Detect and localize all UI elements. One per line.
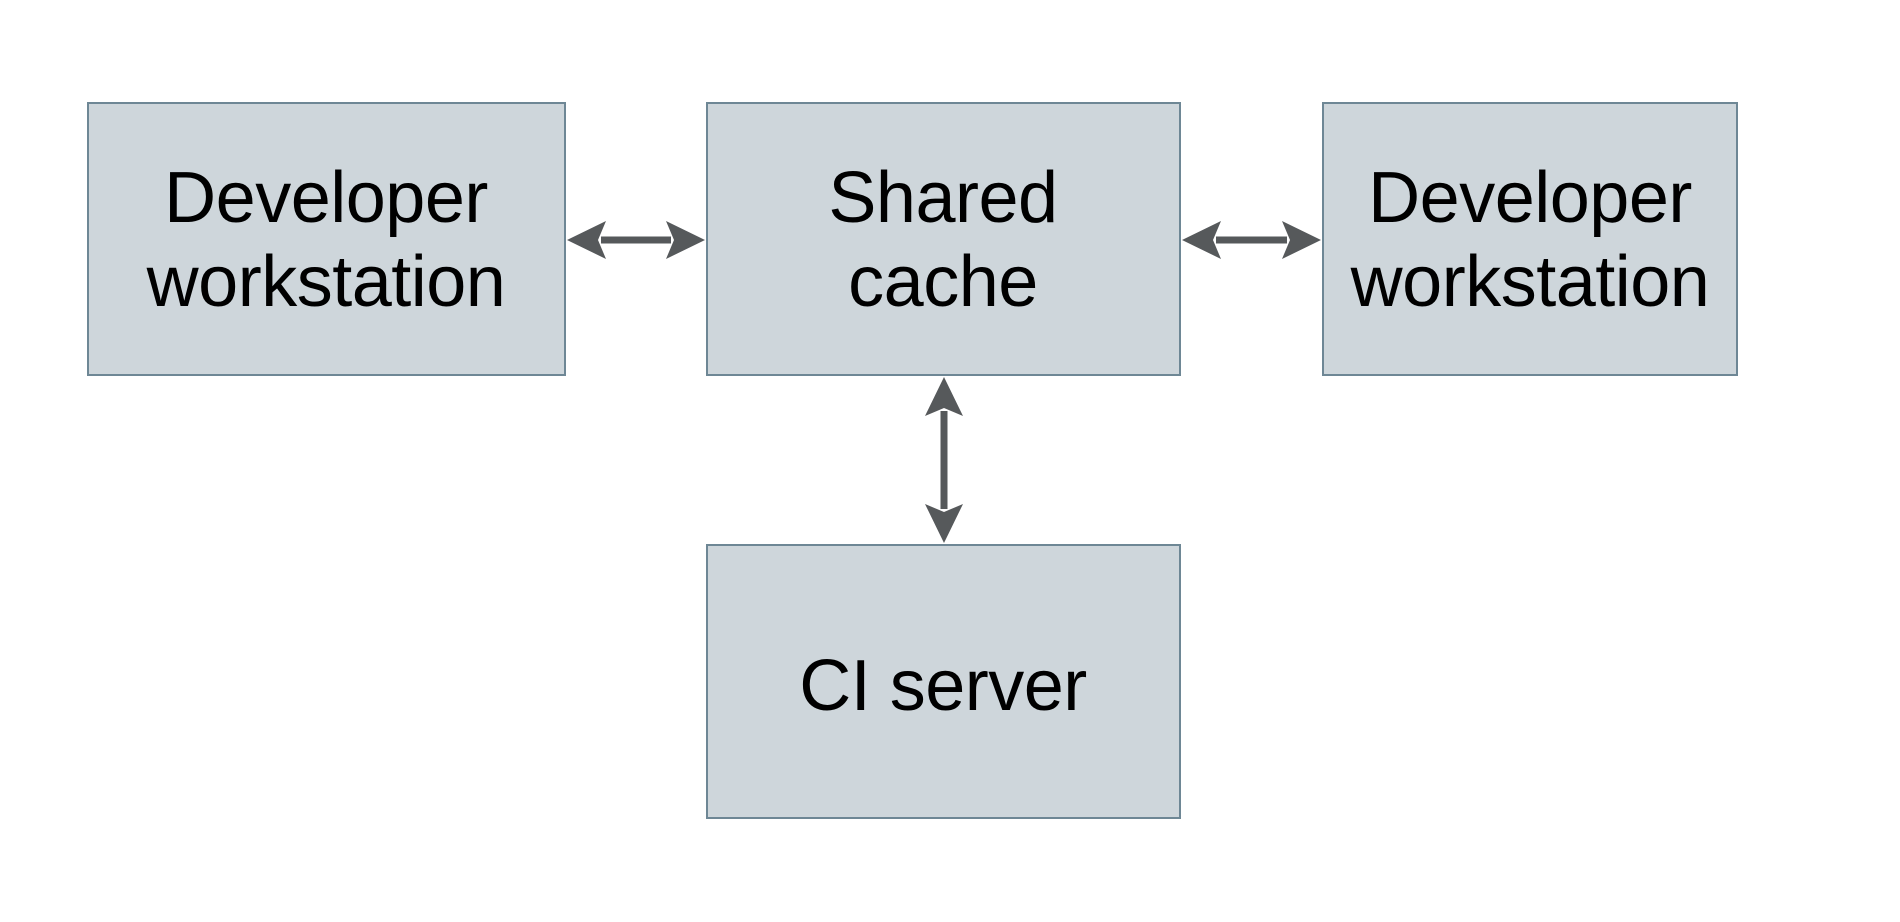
node-shared-cache[interactable]: Shared cache bbox=[706, 102, 1181, 376]
arrowhead-right-icon bbox=[1282, 221, 1321, 259]
node-box bbox=[1322, 102, 1738, 376]
node-label-line-1: CI server bbox=[799, 646, 1087, 726]
node-box bbox=[706, 544, 1181, 819]
arrowhead-left-icon bbox=[567, 221, 606, 259]
arrowhead-left-icon bbox=[1182, 221, 1221, 259]
node-label-line-1: Developer bbox=[164, 158, 488, 238]
node-developer-workstation-right[interactable]: Developer workstation bbox=[1322, 102, 1738, 376]
node-label-line-1: Developer bbox=[1368, 158, 1692, 238]
node-box bbox=[706, 102, 1181, 376]
arrowhead-right-icon bbox=[666, 221, 705, 259]
edge-shared-cache-to-ci-server[interactable] bbox=[925, 377, 963, 543]
node-label-line-2: workstation bbox=[146, 242, 506, 322]
node-label-line-2: cache bbox=[848, 242, 1038, 322]
arrowhead-down-icon bbox=[925, 504, 963, 543]
node-label-line-1: Shared bbox=[828, 158, 1057, 238]
edge-left-workstation-to-shared-cache[interactable] bbox=[567, 221, 705, 259]
node-box bbox=[87, 102, 566, 376]
node-ci-server[interactable]: CI server bbox=[706, 544, 1181, 819]
arrowhead-up-icon bbox=[925, 377, 963, 416]
edge-shared-cache-to-right-workstation[interactable] bbox=[1182, 221, 1321, 259]
node-label-line-2: workstation bbox=[1350, 242, 1710, 322]
node-developer-workstation-left[interactable]: Developer workstation bbox=[87, 102, 566, 376]
